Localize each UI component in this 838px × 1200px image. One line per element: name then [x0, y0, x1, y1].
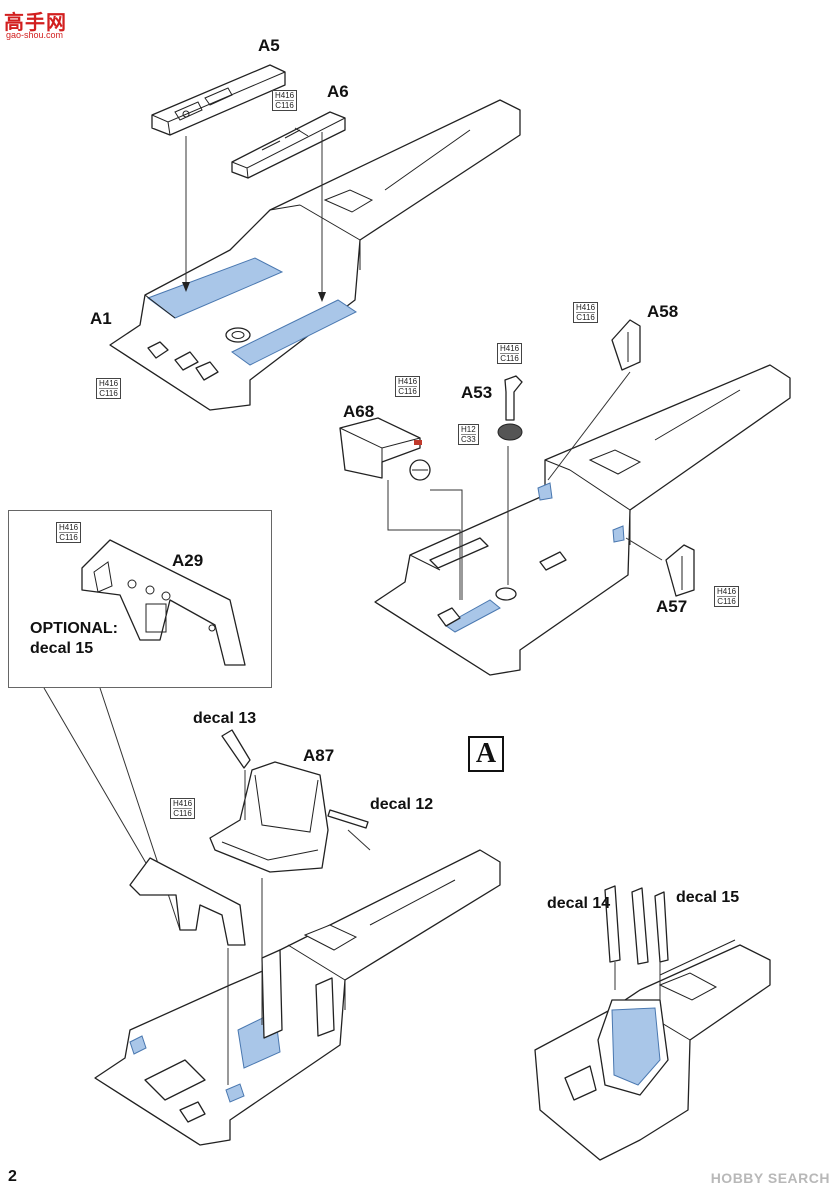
label-a58: A58	[647, 302, 679, 321]
hobby-search-watermark: HOBBY SEARCH	[710, 1170, 830, 1186]
site-watermark-logo: 高手网	[4, 12, 67, 34]
part-a58	[611, 319, 641, 371]
label-decal-15: decal 15	[676, 889, 740, 906]
part-a6	[231, 111, 346, 179]
label-a68: A68	[343, 402, 375, 421]
cockpit-tub-a1	[109, 99, 521, 411]
leader-a57	[625, 537, 663, 561]
label-a29: A29	[172, 551, 204, 570]
label-a87: A87	[303, 746, 335, 765]
cockpit-tub-bottom	[94, 849, 501, 1146]
optional-label: OPTIONAL:	[30, 620, 118, 637]
cockpit-tub-middle	[374, 364, 791, 676]
label-a5: A5	[258, 36, 280, 55]
label-a1: A1	[90, 309, 112, 328]
leader-a58	[547, 371, 631, 481]
label-decal-12: decal 12	[370, 796, 434, 813]
decal-13-part	[221, 729, 251, 769]
leader-a87	[244, 770, 371, 1025]
optional-decal-label: decal 15	[30, 640, 94, 657]
label-a57: A57	[656, 597, 688, 616]
leader-a68	[387, 480, 463, 600]
label-decal-13: decal 13	[193, 710, 257, 727]
site-watermark-url: gao-shou.com	[6, 30, 64, 40]
step-marker: A	[468, 736, 504, 772]
part-a5	[151, 64, 286, 136]
part-a68	[339, 417, 431, 481]
optional-callout-box	[8, 510, 272, 688]
label-a6: A6	[327, 82, 349, 101]
decal-12-part	[327, 809, 369, 829]
part-a57	[665, 544, 695, 597]
label-decal-14: decal 14	[547, 895, 611, 912]
page-number: 2	[8, 1168, 17, 1185]
part-a29	[81, 539, 246, 666]
part-a87	[209, 761, 329, 873]
label-a53: A53	[461, 383, 493, 402]
coaming-part	[129, 857, 246, 946]
part-a53	[497, 375, 523, 441]
detail-inset	[534, 885, 771, 1161]
